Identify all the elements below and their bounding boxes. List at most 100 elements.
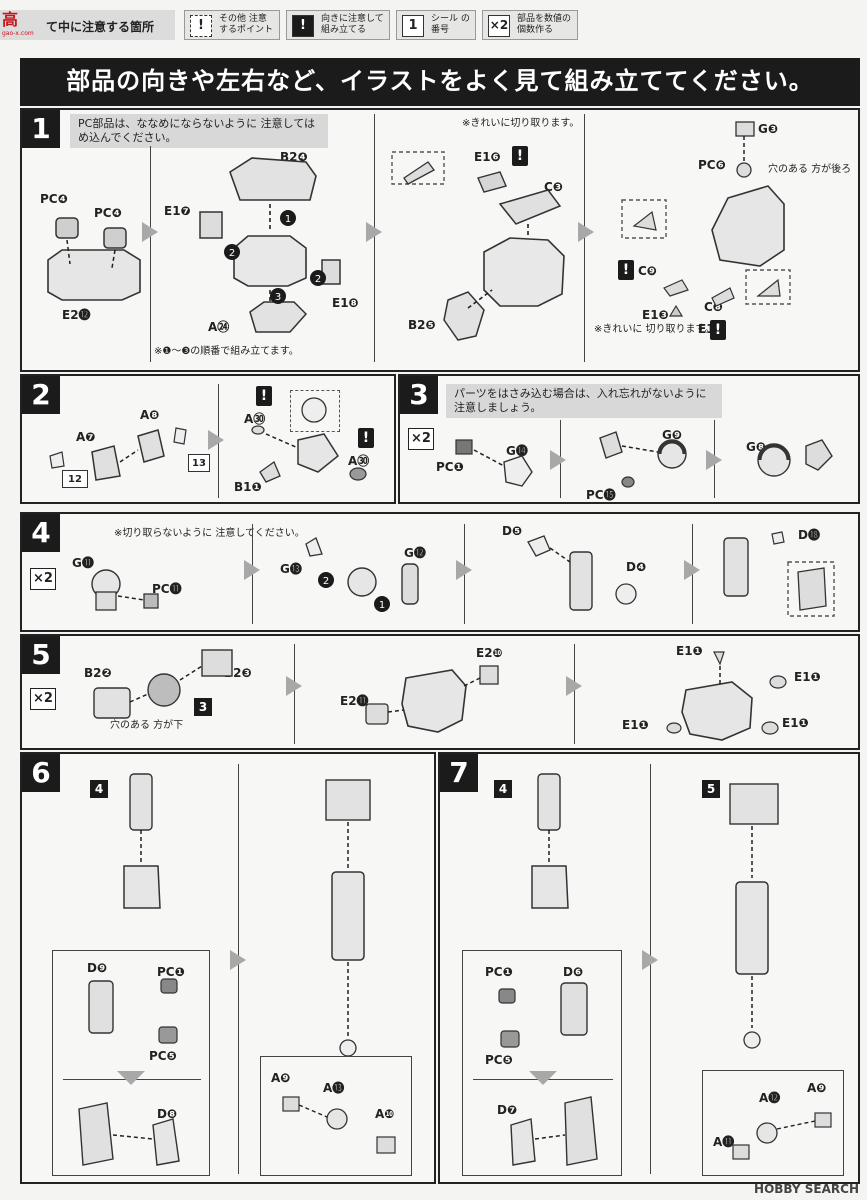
part-label: D❽ (157, 1107, 178, 1121)
svg-text:2: 2 (323, 576, 329, 587)
step-1-panel: 1 PC部品は、ななめにならないように 注意してはめ込んでください。 PC❹ P… (20, 108, 860, 372)
part-label: A❾ (271, 1071, 291, 1085)
part-label: A⓫ (713, 1135, 735, 1149)
part-label: D❺ (502, 524, 523, 538)
part-label: A❿ (375, 1107, 395, 1121)
neck-joint-diagram-b (599, 431, 687, 488)
next-arrow (566, 676, 582, 696)
cut-note: ※きれいに切り取ります。 (462, 118, 580, 129)
legend-item-orientation: ! 向きに注意して 組み立てる (286, 10, 390, 40)
part-label: D❹ (626, 560, 647, 574)
ankle-inset-diagram (732, 1112, 832, 1160)
next-arrow (684, 560, 700, 580)
caution-icon: ! (618, 260, 634, 280)
next-arrow (142, 222, 158, 242)
part-label: E1❼ (164, 204, 191, 218)
hole-note: 穴のある 方が下 (110, 720, 184, 731)
next-arrow (286, 676, 302, 696)
part-label: G⓭ (280, 562, 302, 576)
part-label: B1❶ (234, 480, 262, 494)
order-note: ※❶～❸の順番で組み立てます。 (154, 346, 299, 357)
leg-upper-diagram (531, 773, 569, 909)
svg-text:1: 1 (379, 600, 385, 611)
part-label: A❾ (807, 1081, 827, 1095)
step-number: 6 (22, 754, 60, 792)
caution-note: ※切り取らないように 注意してください。 (114, 528, 305, 539)
part-label: E1❶ (782, 716, 809, 730)
part-label: D❾ (87, 961, 108, 975)
part-label: A❼ (76, 430, 96, 444)
dashed-bang-icon: ! (190, 15, 212, 37)
page-banner: 部品の向きや左右など、イラストをよく見て組み立ててください。 (20, 58, 860, 106)
next-arrow (208, 430, 224, 450)
part-label: D⓲ (798, 528, 820, 542)
detail-inset: A⓬ A❾ A⓫ (702, 1070, 844, 1176)
detail-inset: A❾ A⓭ A❿ (260, 1056, 412, 1176)
hip-joint-diagram-d (723, 531, 835, 617)
next-arrow (366, 222, 382, 242)
step-number: 3 (400, 376, 438, 414)
caution-icon: ! (256, 386, 272, 406)
reference-step-badge: 4 (90, 780, 108, 798)
leg-assembled-diagram (729, 783, 779, 1049)
part-label: E1❶ (622, 718, 649, 732)
step-4-panel: 4 ×2 ※切り取らないように 注意してください。 G⓫ PC⓫ G⓭ G⓬ D… (20, 512, 860, 632)
part-label: PC❹ (94, 206, 122, 220)
leg-upper-diagram (123, 773, 161, 909)
part-label: G⓫ (72, 556, 94, 570)
reference-step-badge: 3 (194, 698, 212, 716)
part-label: A㉔ (208, 320, 230, 334)
reference-step-badge: 4 (494, 780, 512, 798)
shoulder-assembly-diagram (49, 427, 187, 481)
step-number: 7 (440, 754, 478, 792)
step-2-panel: 2 A❽ A❼ 12 13 ! A㉚ ! A㉚ B1❶ (20, 374, 396, 504)
leg-assembled-diagram (325, 779, 371, 1057)
part-label: G❸ (758, 122, 779, 136)
torso-assembly-diagram: 1 2 2 3 (199, 157, 341, 333)
part-label: PC❻ (698, 158, 726, 172)
part-label: A㉚ (348, 454, 370, 468)
step-number: 4 (22, 514, 60, 552)
part-label: PC❶ (157, 965, 185, 979)
part-label: A❽ (140, 408, 160, 422)
lower-leg-inset-diagram (498, 982, 598, 1166)
next-arrow (456, 560, 472, 580)
hip-joint-diagram-b: 2 1 (305, 537, 419, 612)
sticker-number: 12 (62, 470, 88, 488)
neck-joint-diagram-c (757, 439, 833, 477)
step-6-panel: 6 4 D❾ PC❶ PC❺ D❽ A❾ A⓭ A❿ (20, 752, 436, 1184)
legend-bar: て中に注意する箇所 高 gao-x.com ! その他 注意するポイント ! 向… (0, 6, 867, 42)
multiplier-icon: ×2 (488, 15, 510, 37)
svg-text:2: 2 (315, 274, 321, 285)
svg-text:3: 3 (275, 292, 281, 303)
part-label: B2❷ (84, 666, 112, 680)
part-label: PC❶ (485, 965, 513, 979)
multiplier-badge: ×2 (30, 688, 56, 710)
step-7-panel: 7 4 5 PC❶ D❻ PC❺ D❼ A⓬ A❾ A⓫ (438, 752, 860, 1184)
torso-front-diagram (391, 151, 565, 341)
sticker-number-icon: 1 (402, 15, 424, 37)
neck-joint-diagram-a (455, 439, 533, 487)
part-label: D❻ (563, 965, 584, 979)
next-arrow (230, 950, 246, 970)
part-label: E2❿ (476, 646, 503, 660)
knee-thruster-diagram (666, 651, 787, 741)
shoulder-joint-diagram (251, 397, 367, 483)
step-1-note: PC部品は、ななめにならないように 注意してはめ込んでください。 (70, 114, 328, 148)
step-number: 5 (22, 636, 60, 674)
hip-joint-diagram-c (527, 535, 637, 611)
part-label: E1❻ (474, 150, 501, 164)
caution-icon: ! (512, 146, 528, 166)
part-label: PC❹ (40, 192, 68, 206)
lower-leg-inset-diagram (78, 978, 180, 1166)
hole-note: 穴のある 方が後ろ (768, 164, 852, 175)
part-label: D❼ (497, 1103, 518, 1117)
part-label: E2⓫ (340, 694, 369, 708)
hip-joint-diagram-a (91, 569, 159, 611)
legend-item-other: ! その他 注意するポイント (184, 10, 280, 40)
knee-assembly-diagram (93, 649, 233, 719)
sticker-number: 13 (188, 454, 210, 472)
part-label: PC❺ (485, 1053, 513, 1067)
part-label: G⓬ (404, 546, 426, 560)
part-label: E1❶ (676, 644, 703, 658)
